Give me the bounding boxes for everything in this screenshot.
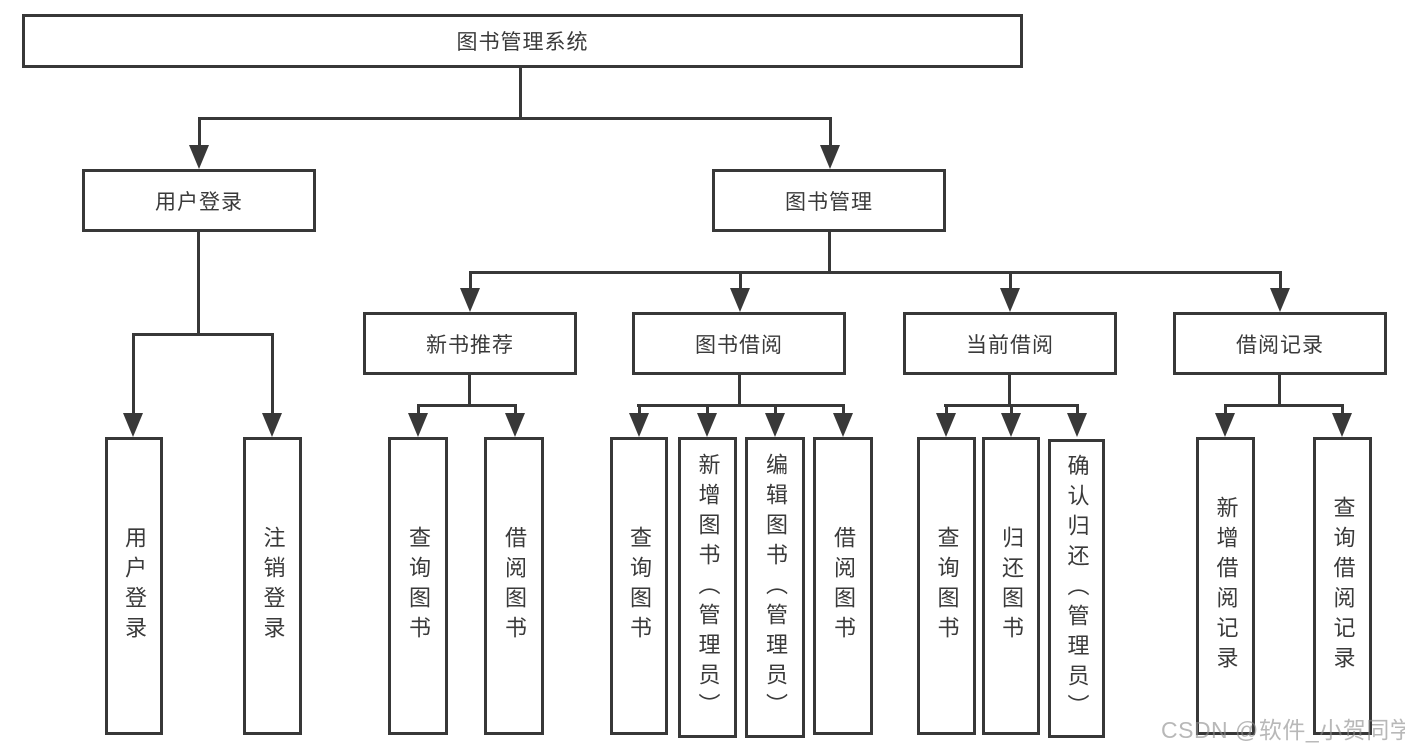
node-user-login-label: 用户登录 (155, 190, 243, 214)
connector-level3-branch (469, 271, 1282, 274)
arrow-down-icon (765, 413, 785, 437)
node-root-label: 图书管理系统 (456, 31, 589, 54)
connector-stub (706, 404, 709, 416)
leaf-borrow-edit: 编辑图书（管理员） (745, 437, 805, 738)
leaf-user-login-label: 用户登录 (122, 526, 147, 646)
arrow-down-icon (460, 288, 480, 312)
node-root: 图书管理系统 (22, 14, 1023, 68)
arrow-down-icon (1000, 288, 1020, 312)
leaf-newbook-borrow-label: 借阅图书 (502, 526, 527, 646)
connector-stub (739, 271, 742, 291)
leaf-logout-label: 注销登录 (260, 526, 286, 646)
arrow-down-icon (408, 413, 428, 437)
arrow-down-icon (262, 413, 282, 437)
connector-records-drop (1278, 375, 1281, 407)
connector-stub (1076, 404, 1079, 416)
connector-stub (829, 117, 832, 148)
node-new-book-rec: 新书推荐 (363, 312, 577, 375)
leaf-borrow-add-label: 新增图书（管理员） (695, 452, 721, 723)
connector-bookborrow-branch (637, 404, 845, 407)
leaf-borrow-edit-label: 编辑图书（管理员） (763, 452, 788, 723)
connector-stub (417, 404, 420, 416)
connector-stub (774, 404, 777, 416)
leaf-record-add-label: 新增借阅记录 (1213, 496, 1239, 676)
node-book-mgmt-label: 图书管理 (785, 190, 873, 214)
node-current-borrow: 当前借阅 (903, 312, 1117, 375)
connector-userlogin-drop (197, 232, 200, 336)
leaf-current-return-label: 归还图书 (999, 526, 1024, 646)
leaf-record-query: 查询借阅记录 (1313, 437, 1372, 735)
connector-level2-branch (198, 117, 832, 120)
leaf-current-return: 归还图书 (982, 437, 1040, 735)
connector-stub (1010, 404, 1013, 416)
connector-stub (1341, 404, 1344, 416)
node-book-borrow-label: 图书借阅 (695, 333, 783, 357)
arrow-down-icon (697, 413, 717, 437)
leaf-borrow-add: 新增图书（管理员） (678, 437, 737, 738)
leaf-current-query-label: 查询图书 (934, 526, 960, 646)
leaf-record-query-label: 查询借阅记录 (1330, 496, 1356, 676)
connector-bookmgmt-drop (828, 232, 831, 274)
arrow-down-icon (1332, 413, 1352, 437)
connector-stub (514, 404, 517, 416)
leaf-borrow-query-label: 查询图书 (627, 526, 652, 646)
leaf-newbook-query: 查询图书 (388, 437, 448, 735)
arrow-down-icon (1067, 413, 1087, 437)
connector-stub (1279, 271, 1282, 291)
node-borrow-records: 借阅记录 (1173, 312, 1387, 375)
connector-currentborrow-drop (1008, 375, 1011, 407)
arrow-down-icon (1001, 413, 1021, 437)
node-borrow-records-label: 借阅记录 (1236, 333, 1324, 357)
arrow-down-icon (730, 288, 750, 312)
node-new-book-rec-label: 新书推荐 (426, 333, 514, 357)
leaf-newbook-query-label: 查询图书 (406, 526, 431, 646)
arrow-down-icon (1270, 288, 1290, 312)
node-book-mgmt: 图书管理 (712, 169, 946, 232)
connector-stub (945, 404, 948, 416)
arrow-down-icon (505, 413, 525, 437)
connector-bookborrow-drop (738, 375, 741, 407)
leaf-user-login: 用户登录 (105, 437, 163, 735)
connector-stub (271, 333, 274, 416)
csdn-watermark: CSDN @软件_小贺同学 (1161, 717, 1405, 743)
leaf-logout: 注销登录 (243, 437, 302, 735)
arrow-down-icon (189, 145, 209, 169)
arrow-down-icon (629, 413, 649, 437)
connector-root-drop (519, 68, 522, 119)
connector-stub (1224, 404, 1227, 416)
leaf-record-add: 新增借阅记录 (1196, 437, 1255, 735)
arrow-down-icon (123, 413, 143, 437)
connector-stub (132, 333, 135, 416)
node-user-login: 用户登录 (82, 169, 316, 232)
leaf-current-confirm-label: 确认归还（管理员） (1064, 453, 1090, 724)
connector-stub (469, 271, 472, 291)
connector-newbook-drop (468, 375, 471, 407)
connector-stub (198, 117, 201, 148)
connector-newbook-branch (417, 404, 517, 407)
leaf-borrow-borrow: 借阅图书 (813, 437, 873, 735)
leaf-current-query: 查询图书 (917, 437, 976, 735)
arrow-down-icon (833, 413, 853, 437)
connector-records-branch (1224, 404, 1344, 407)
node-book-borrow: 图书借阅 (632, 312, 846, 375)
arrow-down-icon (820, 145, 840, 169)
leaf-current-confirm: 确认归还（管理员） (1048, 439, 1105, 738)
node-current-borrow-label: 当前借阅 (966, 333, 1054, 357)
leaf-borrow-borrow-label: 借阅图书 (831, 526, 856, 646)
arrow-down-icon (1215, 413, 1235, 437)
connector-userlogin-branch (132, 333, 274, 336)
connector-stub (638, 404, 641, 416)
leaf-borrow-query: 查询图书 (610, 437, 668, 735)
arrow-down-icon (936, 413, 956, 437)
connector-stub (1009, 271, 1012, 291)
connector-stub (842, 404, 845, 416)
leaf-newbook-borrow: 借阅图书 (484, 437, 544, 735)
